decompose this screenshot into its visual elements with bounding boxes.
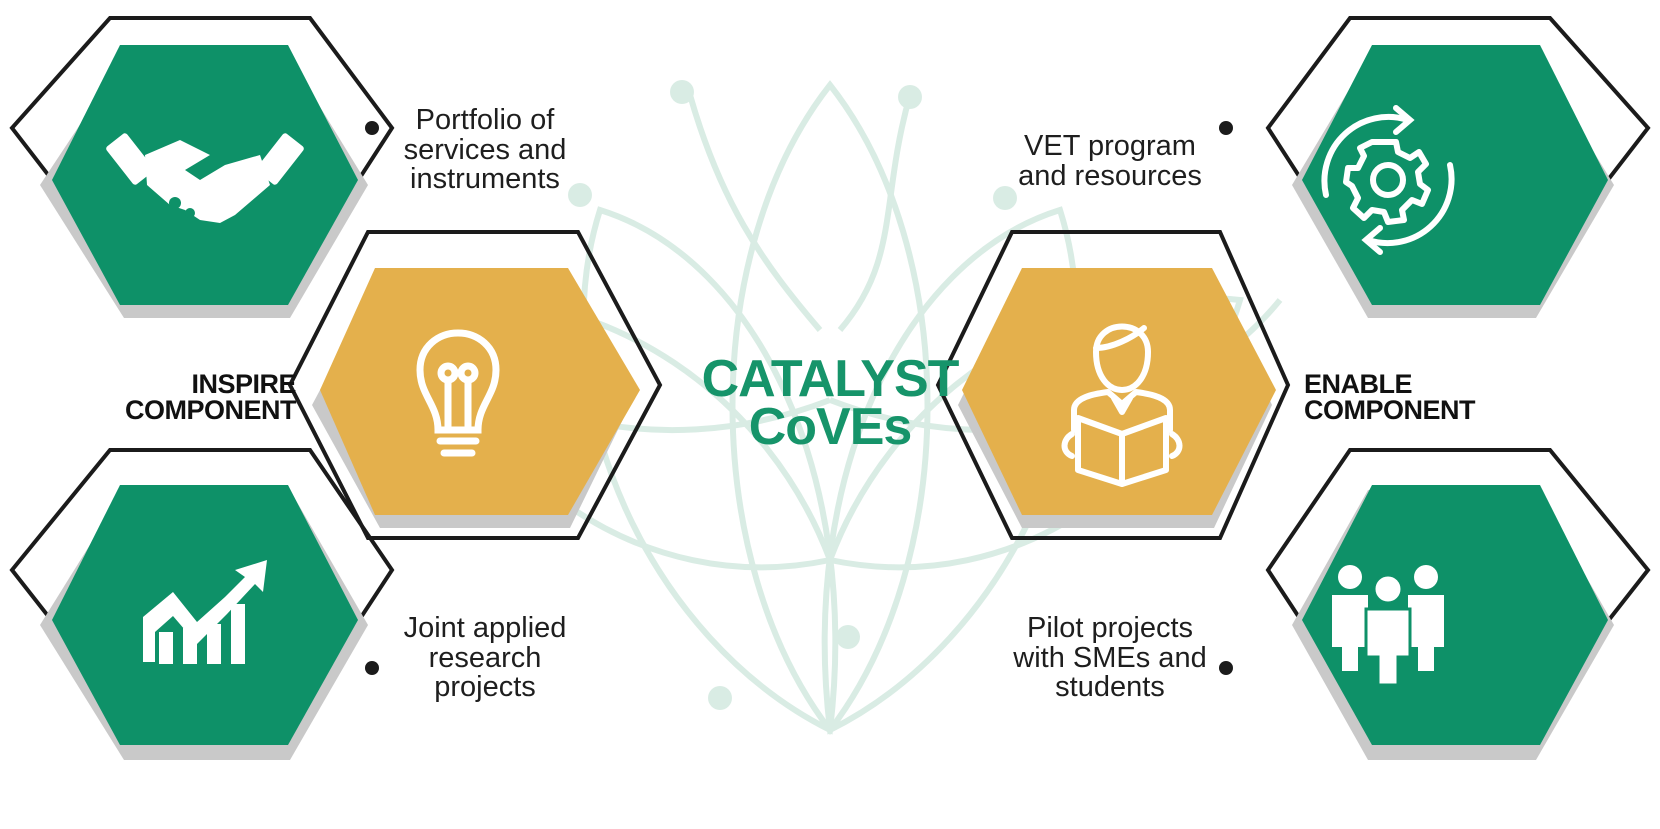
enable-component-label: ENABLE COMPONENT: [1304, 369, 1476, 425]
item-label-vet: VET program and resources: [1018, 130, 1202, 192]
item-label-portfolio: Portfolio of services and instruments: [403, 104, 567, 196]
hex-inspire: [287, 230, 663, 540]
reader-person-icon: [1061, 323, 1183, 487]
lightbulb-icon: [416, 329, 500, 457]
growth-chart-icon: [143, 560, 267, 664]
item-label-research: Joint applied research projects: [403, 612, 567, 704]
connector-dot: [1219, 661, 1233, 675]
team-icon: [1332, 565, 1444, 687]
connector-dot: [1219, 121, 1233, 135]
hex-portfolio: [9, 16, 395, 318]
diagram-title: CATALYST CoVEs: [701, 350, 960, 456]
handshake-icon: [106, 133, 304, 223]
hex-research: [9, 448, 395, 760]
item-label-pilot: Pilot projects with SMEs and students: [1013, 612, 1207, 704]
hex-pilot: [1265, 448, 1651, 760]
connector-dot: [365, 661, 379, 675]
connector-dot: [365, 121, 379, 135]
gear-cycle-icon: [1321, 105, 1455, 255]
inspire-component-label: INSPIRE COMPONENT: [125, 369, 297, 425]
